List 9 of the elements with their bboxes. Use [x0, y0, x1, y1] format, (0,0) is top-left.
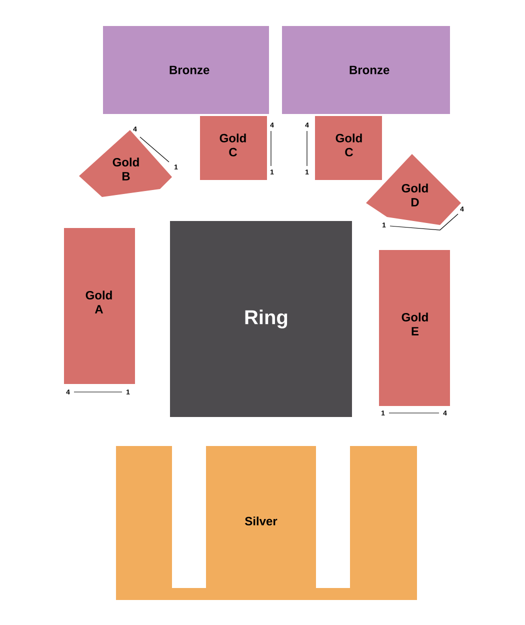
section-block: Bronze	[103, 26, 269, 114]
section-block: Gold B	[79, 130, 172, 197]
section-block: Gold C	[200, 116, 267, 180]
section-block: Gold E	[379, 250, 450, 406]
ring: Ring	[170, 221, 352, 417]
section-block: Gold A	[64, 228, 135, 384]
section-block: Silver	[116, 446, 417, 600]
section-block: Bronze	[282, 26, 450, 114]
section-block: Gold C	[315, 116, 382, 180]
